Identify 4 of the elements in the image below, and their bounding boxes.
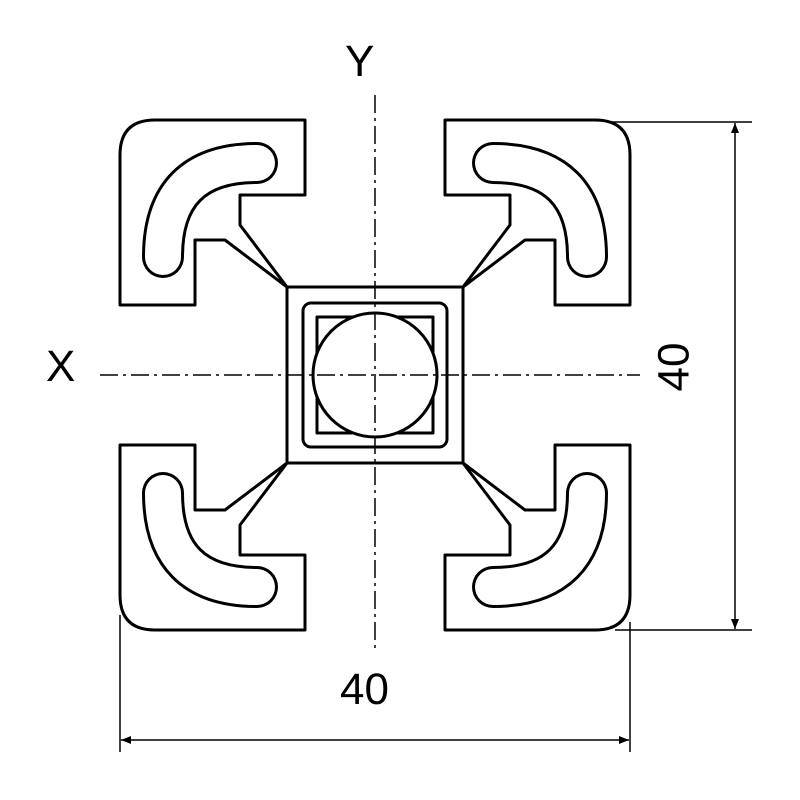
axis-label: Y [345, 40, 374, 84]
dimension-value: 40 [340, 668, 389, 712]
axis-label: X [46, 345, 76, 389]
dimension-value: 40 [652, 342, 696, 392]
